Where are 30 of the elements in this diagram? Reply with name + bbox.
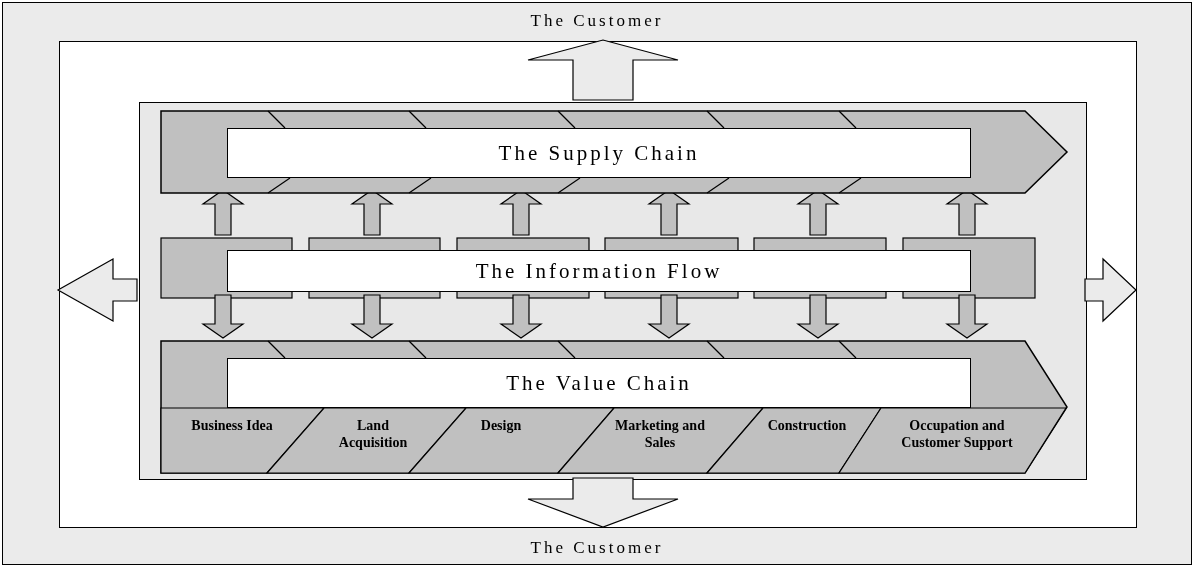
supply-chain-arrow-band <box>161 111 1067 193</box>
information-flow-band <box>161 238 1035 298</box>
block-arrow <box>56 257 138 323</box>
block-arrow <box>527 39 679 101</box>
block-arrow <box>527 477 679 528</box>
stage-label: Construction <box>766 417 848 434</box>
inner-panel <box>139 102 1087 480</box>
block-arrow <box>201 294 245 339</box>
stage-segment <box>161 408 324 473</box>
stage-segment <box>707 408 881 473</box>
frame-box <box>59 41 1137 528</box>
block-arrow <box>647 294 691 339</box>
stage-label: Marketing and Sales <box>614 417 706 451</box>
stage-segment <box>409 408 614 473</box>
block-arrow <box>350 294 394 339</box>
stage-label: Occupation and Customer Support <box>900 417 1014 451</box>
band-title: The Information Flow <box>227 250 971 292</box>
stage-label: Business Idea <box>190 417 274 434</box>
block-arrow <box>796 294 840 339</box>
block-arrow <box>499 294 543 339</box>
stage-label: Land Acquisition <box>337 417 409 451</box>
heading: The Customer <box>529 11 665 31</box>
stage-segment <box>558 408 763 473</box>
block-arrow <box>1084 257 1137 323</box>
value-chain-arrow-band <box>161 341 1067 473</box>
band-title: The Value Chain <box>227 358 971 408</box>
footer: The Customer <box>3 538 1191 558</box>
block-arrow <box>945 294 989 339</box>
stage-label: Design <box>479 417 523 434</box>
band-title: The Supply Chain <box>227 128 971 178</box>
